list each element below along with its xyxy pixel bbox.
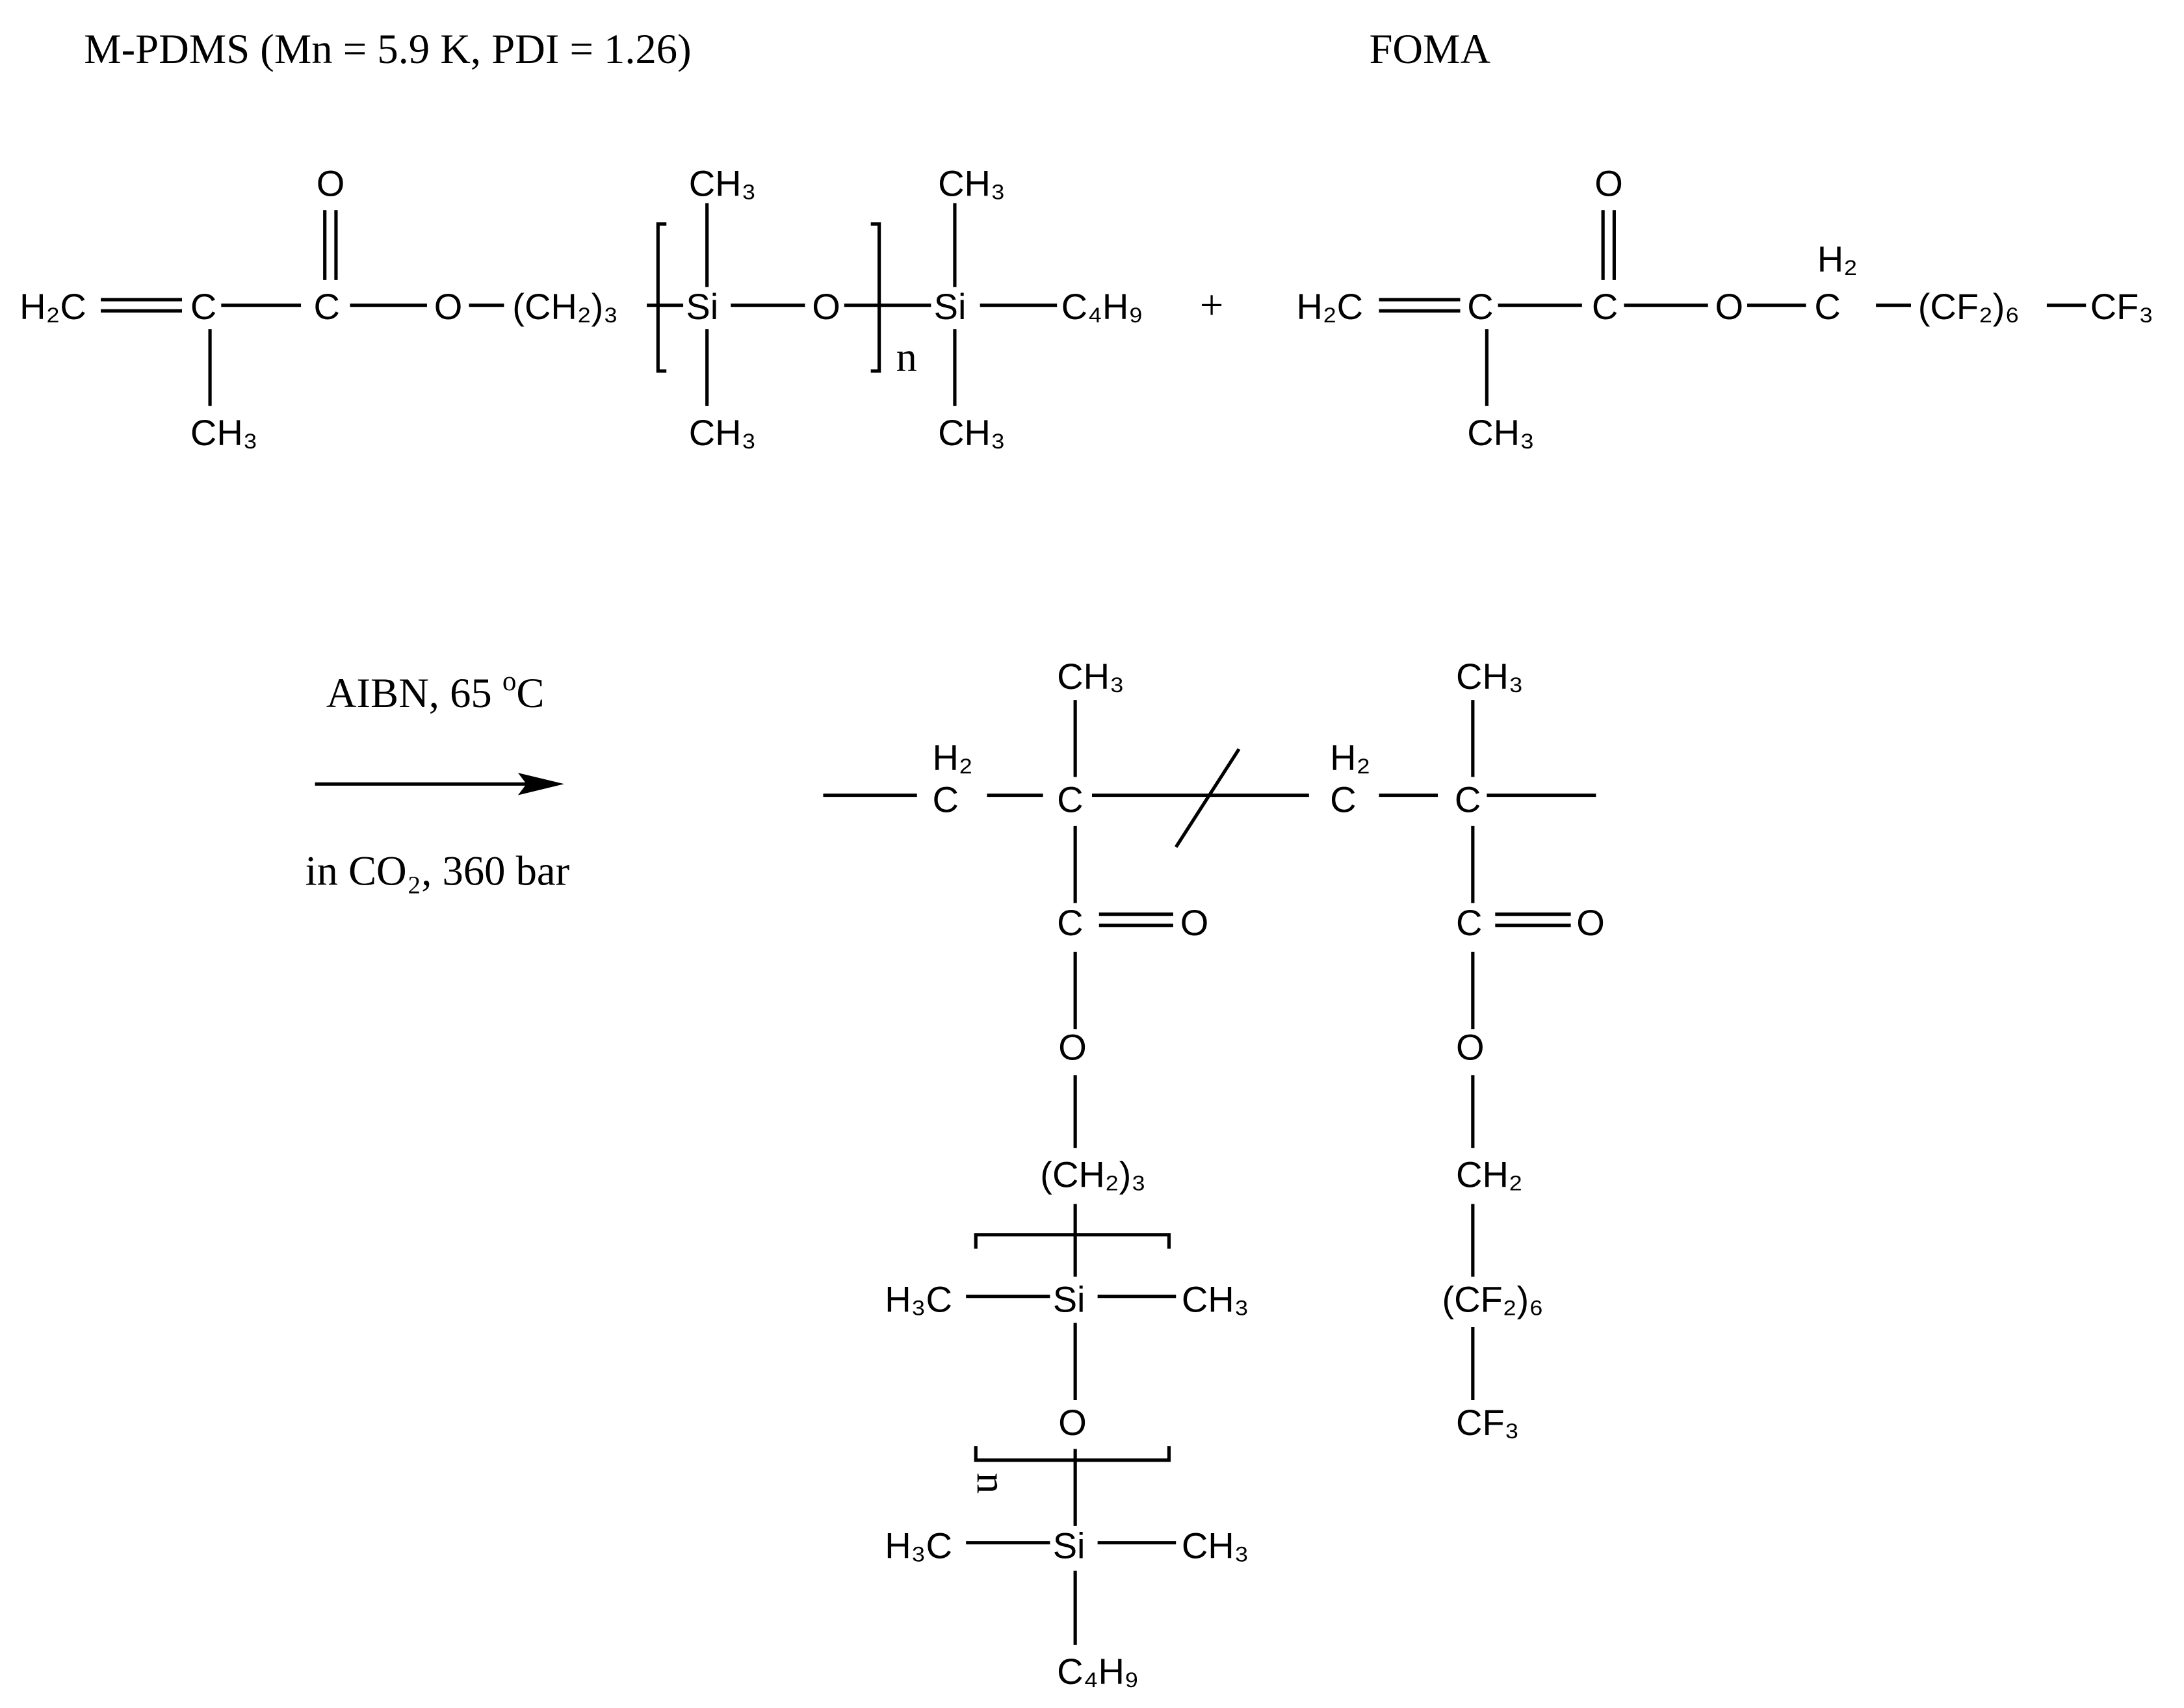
atom-label: O <box>1058 1027 1087 1068</box>
atom-label: O <box>1715 286 1743 327</box>
atom-label: O <box>1456 1027 1485 1068</box>
atom-label: H₂C <box>1296 286 1363 327</box>
atom-label: Si <box>686 286 718 327</box>
atom-label: H₂C <box>20 286 86 327</box>
atom-label: C <box>1057 779 1083 820</box>
atom-label: CH₃ <box>1182 1278 1249 1319</box>
atom-label: O <box>317 163 345 204</box>
atom-label: C <box>1455 779 1481 820</box>
random-copolymer-slash <box>1175 748 1241 848</box>
atom-label: O <box>1594 163 1623 204</box>
atom-label: (CH₂)₃ <box>1040 1154 1146 1195</box>
atom-label: O <box>812 286 840 327</box>
atom-label: C₄H₉ <box>1057 1651 1139 1692</box>
atom-label: C <box>932 779 958 820</box>
atom-label: (CF₂)₆ <box>1442 1278 1543 1319</box>
atom-label: (CH₂)₃ <box>512 286 618 327</box>
repeat-bracket-top <box>974 1233 1171 1249</box>
atom-label: CF₃ <box>1456 1402 1519 1443</box>
atom-label: CH₃ <box>938 412 1006 453</box>
atom-label: C <box>1057 902 1083 943</box>
atom-label: CH₃ <box>1467 412 1535 453</box>
atom-label: C <box>1467 286 1493 327</box>
atom-label: C <box>1330 779 1356 820</box>
atom-label: C₄H₉ <box>1061 286 1143 327</box>
reaction-conditions-solvent: in CO₂, 360 bar <box>306 847 570 894</box>
mpdms-title: M-PDMS (Mn = 5.9 K, PDI = 1.26) <box>84 25 691 73</box>
repeat-bracket-left <box>656 222 667 373</box>
reaction-conditions-reagent: AIBN, 65 oC <box>326 666 545 716</box>
atom-label: H₂ <box>932 737 972 778</box>
atom-label: O <box>1576 902 1605 943</box>
foma-structure: H₂C C C O O C H₂ (CF₂)₆ CF₃ CH₃ <box>1296 163 2153 453</box>
foma-title: FOMA <box>1369 25 1490 72</box>
atom-label: Si <box>934 286 967 327</box>
atom-label: CH₃ <box>1057 656 1124 697</box>
atom-label: H₃C <box>885 1525 952 1566</box>
atom-label: CH₃ <box>190 412 258 453</box>
atom-label: CH₃ <box>938 163 1006 204</box>
atom-label: O <box>1058 1402 1087 1443</box>
atom-label: CH₃ <box>689 163 757 204</box>
atom-label: H₂ <box>1330 737 1370 778</box>
atom-label: Si <box>1053 1278 1086 1319</box>
atom-label: H₂ <box>1817 239 1858 279</box>
copolymer-structure: C H₂ C CH₃ C O O (CH₂)₃ H₃C Si CH₃ O n H… <box>823 656 1605 1692</box>
atom-label: C <box>1456 902 1482 943</box>
atom-label: C <box>1814 286 1840 327</box>
atom-label: O <box>434 286 463 327</box>
atom-label: O <box>1180 902 1209 943</box>
atom-label: Si <box>1053 1525 1086 1566</box>
atom-label: C <box>190 286 216 327</box>
atom-label: CF₃ <box>2090 286 2153 327</box>
atom-label: C <box>1592 286 1618 327</box>
repeat-bracket-right <box>870 222 881 373</box>
arrow-head-icon <box>517 773 564 796</box>
atom-label: (CF₂)₆ <box>1918 286 2020 327</box>
repeat-index: n <box>896 333 916 380</box>
atom-label: CH₃ <box>1456 656 1524 697</box>
atom-label: C <box>313 286 339 327</box>
atom-label: CH₃ <box>689 412 757 453</box>
atom-label: CH₃ <box>1182 1525 1249 1566</box>
plus-sign: + <box>1200 281 1223 328</box>
atom-label: CH₂ <box>1456 1154 1523 1195</box>
repeat-index: n <box>968 1473 1015 1494</box>
mpdms-structure: H₂C C C O O (CH₂)₃ Si O Si C₄H₉ CH₃ CH₃ … <box>20 163 1143 453</box>
atom-label: H₃C <box>885 1278 952 1319</box>
repeat-bracket-bottom <box>974 1446 1171 1462</box>
